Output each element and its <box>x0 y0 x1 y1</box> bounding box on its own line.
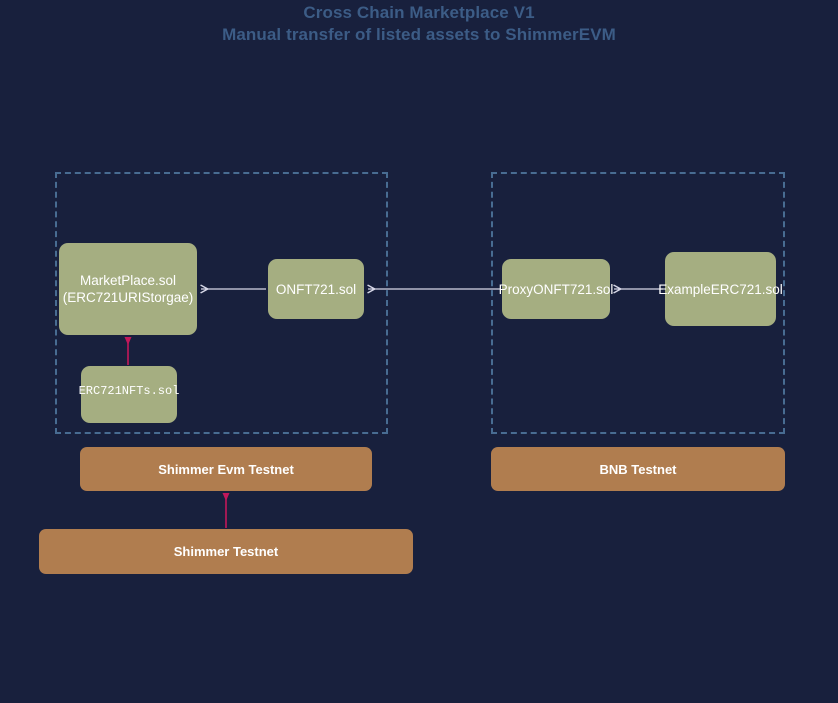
group-container-bnb <box>491 172 785 434</box>
chain-shimmer-testnet-label: Shimmer Testnet <box>173 544 279 559</box>
chain-shimmer-testnet[interactable]: Shimmer Testnet <box>39 529 413 574</box>
chain-bnb-testnet[interactable]: BNB Testnet <box>491 447 785 491</box>
node-proxyonft721-sol[interactable]: ProxyONFT721.sol <box>499 259 613 319</box>
node-exampleerc721-sol-label: ExampleERC721.sol <box>658 281 783 297</box>
node-marketplace-sol-line-1: MarketPlace.sol <box>79 273 177 288</box>
diagram-title: Cross Chain Marketplace V1 Manual transf… <box>0 0 838 46</box>
node-marketplace-sol-label: MarketPlace.sol (ERC721URIStorgae) <box>63 272 194 306</box>
node-erc721nfts-sol-label: ERC721NFTs.sol <box>78 384 180 398</box>
node-onft721-sol-label: ONFT721.sol <box>275 281 357 297</box>
diagram-title-line-2: Manual transfer of listed assets to Shim… <box>222 25 616 44</box>
chain-bnb-testnet-label: BNB Testnet <box>599 461 677 477</box>
group-container-shimmer-evm <box>55 172 388 434</box>
node-marketplace-sol-line-2: (ERC721URIStorgae) <box>62 290 194 305</box>
diagram-title-line-1: Cross Chain Marketplace V1 <box>303 3 535 22</box>
chain-shimmer-evm-testnet[interactable]: Shimmer Evm Testnet <box>80 447 372 491</box>
node-erc721nfts-sol[interactable]: ERC721NFTs.sol <box>78 366 180 423</box>
node-proxyonft721-sol-label: ProxyONFT721.sol <box>498 281 614 297</box>
chain-shimmer-evm-testnet-label: Shimmer Evm Testnet <box>158 461 294 477</box>
node-marketplace-sol[interactable]: MarketPlace.sol (ERC721URIStorgae) <box>59 243 197 335</box>
node-onft721-sol[interactable]: ONFT721.sol <box>268 259 364 319</box>
node-exampleerc721-sol[interactable]: ExampleERC721.sol <box>658 252 783 326</box>
